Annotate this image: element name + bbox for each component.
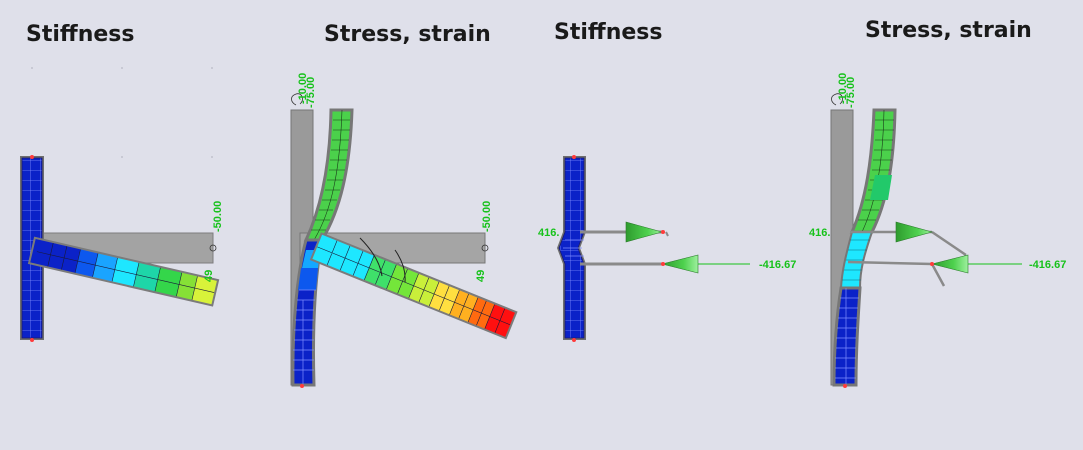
panel-1-title: Stiffness [26, 22, 135, 47]
panel-3-right-label: -416.67 [759, 259, 796, 271]
panel-2-title: Stress, strain [324, 22, 491, 47]
panel-4-title: Stress, strain [865, 18, 1032, 43]
panel-4-right-label: -416.67 [1029, 259, 1066, 271]
panel-4-model: -10.00 -75.00 416. -416.67 [809, 73, 1066, 388]
panel-2-top-label-b: -75.00 [305, 77, 317, 108]
panel-2-load-label-cut: 49 [475, 270, 487, 282]
panel-1-model: -50.00 49 [20, 155, 224, 342]
panel-1-load-label-cut: 49 [203, 270, 215, 282]
panel-2-top-label-a: -10.00 [297, 73, 309, 104]
panel-3-model: 416. -416.67 [538, 155, 796, 342]
panel-4-top-label-b: -75.00 [845, 77, 857, 108]
panel-2-load-label: -50.00 [481, 201, 493, 232]
panel-4-top-label-a: -10.00 [837, 73, 849, 104]
grid-dots [31, 67, 213, 158]
panel-4-left-label: 416. [809, 227, 830, 239]
panel-3-title: Stiffness [554, 20, 663, 45]
panel-1-load-label: -50.00 [212, 201, 224, 232]
panel-2-model: -10.00 -75.00 -50.00 49 [290, 73, 518, 388]
panel-3-left-label: 416. [538, 227, 559, 239]
